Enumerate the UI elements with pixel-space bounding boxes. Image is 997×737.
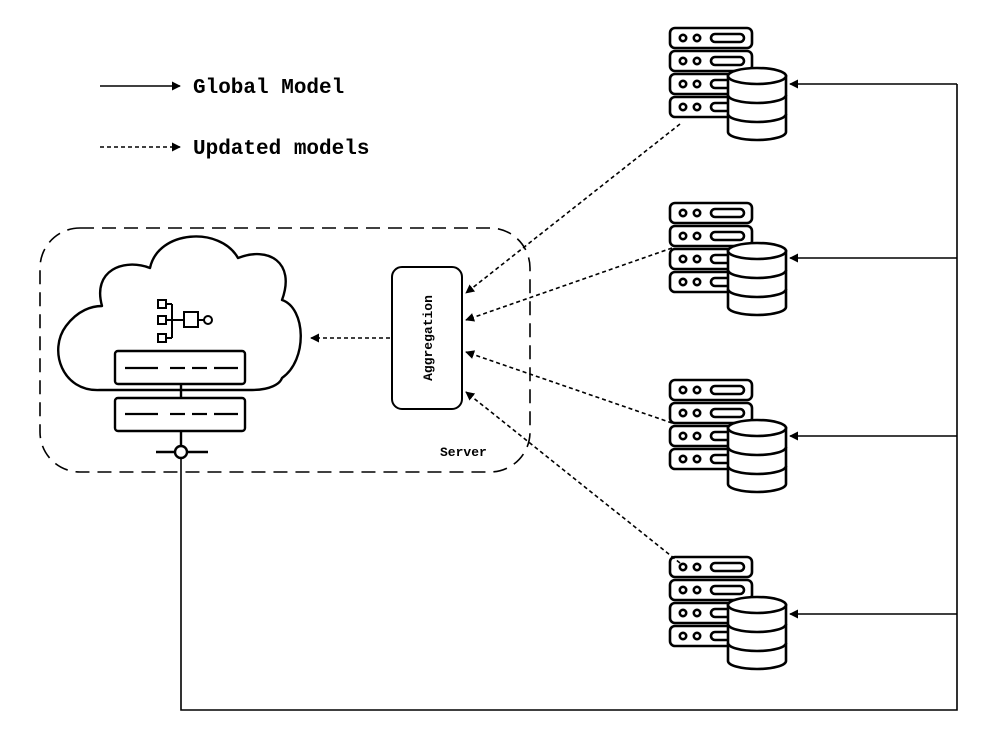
updated-model-arrow-4	[465, 391, 681, 564]
global-model-lines	[180, 79, 958, 711]
legend-global-model-label: Global Model	[193, 77, 344, 100]
legend-updated-models-label: Updated models	[193, 138, 369, 161]
aggregation-label: Aggregation	[421, 295, 436, 381]
client-server-3	[668, 378, 788, 494]
server-rack-icon	[113, 349, 247, 460]
server-label: Server	[440, 445, 487, 460]
client-server-2	[668, 201, 788, 317]
database-icon	[726, 241, 788, 317]
cloud-icon	[57, 235, 302, 392]
updated-model-arrow-2	[465, 247, 673, 322]
server-boundary	[39, 227, 531, 473]
updated-model-arrows	[465, 123, 681, 564]
aggregation-box	[391, 266, 463, 410]
legend: Global Model Updated models	[100, 77, 369, 161]
client-server-4	[668, 555, 788, 671]
model-icon	[157, 299, 213, 343]
database-icon	[726, 418, 788, 494]
updated-model-arrow-3	[465, 350, 673, 424]
database-icon	[726, 66, 788, 142]
global-model-return-line	[180, 84, 958, 711]
database-icon	[726, 595, 788, 671]
updated-model-arrow-1	[465, 123, 681, 294]
client-group	[668, 26, 788, 671]
client-server-1	[668, 26, 788, 142]
